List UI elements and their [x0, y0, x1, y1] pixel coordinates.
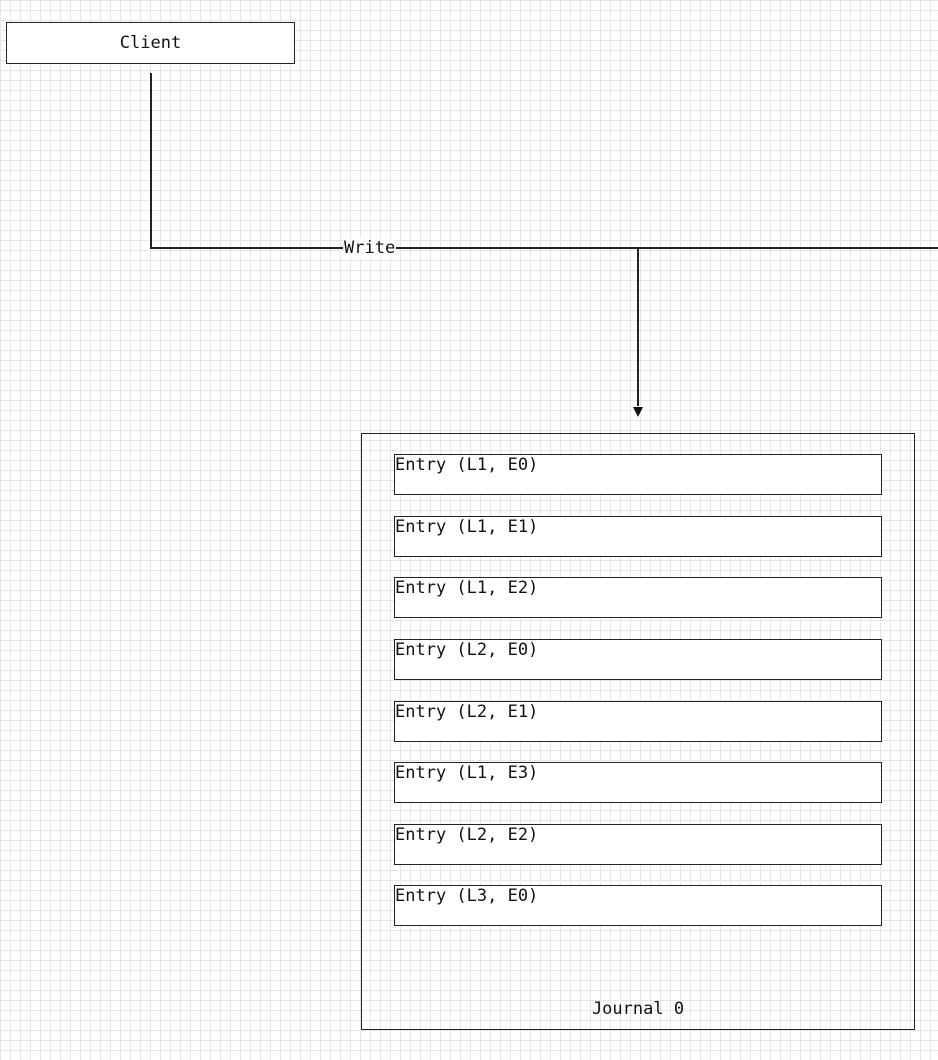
journal-entry[interactable]: Entry (L2, E0)	[394, 639, 882, 680]
journal-entry-label: Entry (L1, E0)	[395, 455, 539, 475]
journal-entry[interactable]: Entry (L3, E0)	[394, 885, 882, 926]
journal-container[interactable]: Entry (L1, E0) Entry (L1, E1) Entry (L1,…	[361, 433, 915, 1030]
journal-entry[interactable]: Entry (L2, E1)	[394, 701, 882, 742]
journal-entry-label: Entry (L2, E0)	[395, 640, 539, 660]
edge-label-write: Write	[343, 238, 397, 258]
journal-entry[interactable]: Entry (L2, E2)	[394, 824, 882, 865]
client-node[interactable]: Client	[6, 22, 295, 64]
journal-entry[interactable]: Entry (L1, E1)	[394, 516, 882, 557]
journal-entry-label: Entry (L3, E0)	[395, 886, 539, 906]
journal-entry-label: Entry (L1, E2)	[395, 578, 539, 598]
journal-entry[interactable]: Entry (L1, E3)	[394, 762, 882, 803]
journal-entry-label: Entry (L1, E1)	[395, 517, 539, 537]
journal-entry[interactable]: Entry (L1, E0)	[394, 454, 882, 495]
arrow-down-icon	[633, 407, 643, 417]
journal-entry-label: Entry (L2, E2)	[395, 825, 539, 845]
edge-segment-down-from-client	[150, 73, 152, 248]
client-label: Client	[119, 33, 182, 53]
journal-entry[interactable]: Entry (L1, E2)	[394, 577, 882, 618]
journal-entry-label: Entry (L1, E3)	[395, 763, 539, 783]
edge-segment-horizontal	[150, 247, 938, 249]
journal-entry-label: Entry (L2, E1)	[395, 702, 539, 722]
edge-segment-down-to-journal	[637, 247, 639, 406]
journal-title: Journal 0	[591, 999, 685, 1019]
